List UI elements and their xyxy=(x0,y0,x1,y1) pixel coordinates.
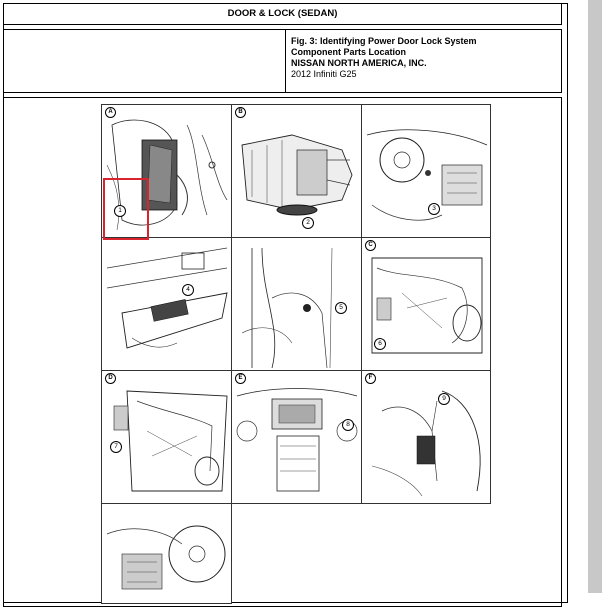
panel-3-drawing xyxy=(366,129,488,221)
panel-e: E 8 xyxy=(231,370,362,504)
callout-5: 5 xyxy=(335,302,347,314)
panel-c: C 6 xyxy=(361,237,491,371)
panel-b-drawing xyxy=(241,134,353,216)
panel-b: B 2 xyxy=(231,104,362,238)
panel-letter: E xyxy=(235,373,246,384)
figure-caption-row: Fig. 3: Identifying Power Door Lock Syst… xyxy=(3,29,562,93)
panel-a-drawing xyxy=(106,119,228,231)
panel-4-drawing xyxy=(106,247,228,349)
panel-c-drawing xyxy=(371,257,483,354)
panel-5: 5 xyxy=(231,237,362,371)
caption-line-1: Fig. 3: Identifying Power Door Lock Syst… xyxy=(291,36,477,46)
company-name: NISSAN NORTH AMERICA, INC. xyxy=(291,58,427,68)
panel-f: F 9 xyxy=(361,370,491,504)
column-divider xyxy=(285,30,286,92)
panel-letter: D xyxy=(105,373,116,384)
panel-letter: F xyxy=(365,373,376,384)
component-diagram-grid: A 1 B 2 3 xyxy=(101,104,491,604)
callout-4: 4 xyxy=(182,284,194,296)
highlight-box xyxy=(103,178,149,240)
panel-a: A 1 xyxy=(101,104,232,238)
panel-10-drawing xyxy=(106,525,226,590)
panel-letter: C xyxy=(365,240,376,251)
panel-letter: A xyxy=(105,107,116,118)
panel-5-drawing xyxy=(241,247,333,369)
panel-e-drawing xyxy=(236,388,358,492)
callout-3: 3 xyxy=(428,203,440,215)
scrollbar-track[interactable] xyxy=(588,0,602,593)
page-title: DOOR & LOCK (SEDAN) xyxy=(3,3,562,25)
callout-9: 9 xyxy=(438,393,450,405)
panel-f-drawing xyxy=(371,390,481,497)
figure-caption: Fig. 3: Identifying Power Door Lock Syst… xyxy=(291,36,559,80)
panel-d-drawing xyxy=(113,390,228,492)
panel-d: D 7 xyxy=(101,370,232,504)
vehicle-model: 2012 Infiniti G25 xyxy=(291,69,357,79)
callout-1: 1 xyxy=(114,205,126,217)
page-margin xyxy=(578,0,588,593)
caption-line-2: Component Parts Location xyxy=(291,47,407,57)
callout-8: 8 xyxy=(342,419,354,431)
callout-7: 7 xyxy=(110,441,122,453)
panel-letter: B xyxy=(235,107,246,118)
callout-6: 6 xyxy=(374,338,386,350)
panel-10 xyxy=(101,503,232,604)
callout-2: 2 xyxy=(302,217,314,229)
panel-3: 3 xyxy=(361,104,491,238)
panel-4: 4 xyxy=(101,237,232,371)
